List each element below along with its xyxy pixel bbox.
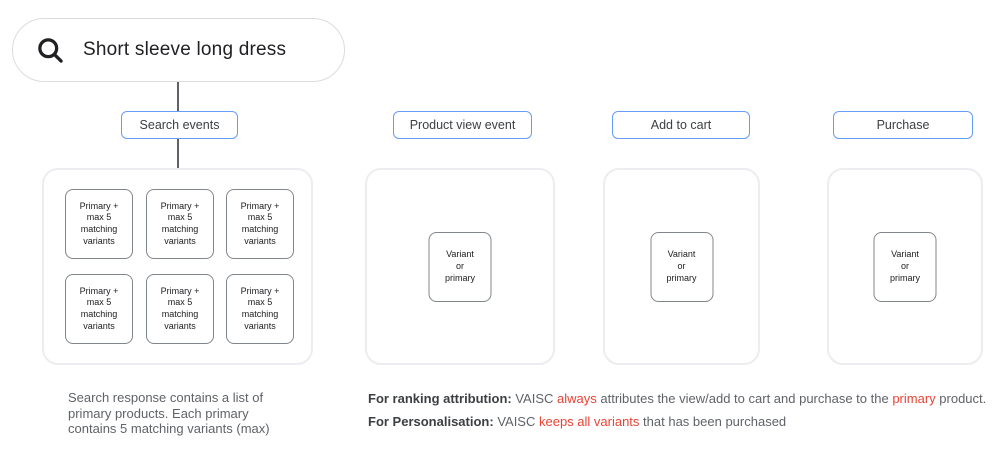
container-purchase: Variant or primary [827,168,983,365]
ranking-note-text: product. [935,391,987,406]
ranking-note-prefix: For ranking attribution: [368,391,512,406]
chip-purchase-label: Purchase [876,118,930,132]
search-query: Short sleeve long dress [83,39,287,60]
container-add-to-cart: Variant or primary [603,168,760,365]
primary-product-box: Primary + max 5 matching variants [226,189,294,259]
primary-product-box: Primary + max 5 matching variants [146,274,214,344]
primary-product-box: Primary + max 5 matching variants [146,189,214,259]
personalisation-note: For Personalisation: VAISC keeps all var… [368,414,786,429]
chip-product-view-event: Product view event [393,111,532,139]
chip-purchase: Purchase [833,111,973,139]
ranking-note-highlight-always: always [557,391,597,406]
primary-product-box: Primary + max 5 matching variants [65,189,133,259]
primary-product-box: Primary + max 5 matching variants [226,274,294,344]
search-bar[interactable]: Short sleeve long dress [12,18,345,82]
ranking-note-text: VAISC [511,391,557,406]
personalisation-note-text: that has been purchased [639,414,787,429]
chip-product-view-event-label: Product view event [409,118,516,132]
chip-add-to-cart: Add to cart [612,111,750,139]
connector-line-search-to-chip [177,82,179,111]
variant-or-primary-box: Variant or primary [428,232,492,302]
personalisation-note-text: VAISC [493,414,539,429]
personalisation-note-highlight-variants: keeps all variants [538,414,640,429]
chip-search-events-label: Search events [139,118,220,132]
personalisation-note-prefix: For Personalisation: [368,414,494,429]
search-icon [38,38,63,63]
ranking-note-text: attributes the view/add to cart and purc… [596,391,893,406]
chip-add-to-cart-label: Add to cart [650,118,712,132]
chip-search-events: Search events [121,111,238,139]
search-response-note: Search response contains a list of prima… [68,390,270,436]
container-product-view-event: Variant or primary [365,168,555,365]
container-search-events: Primary + max 5 matching variants Primar… [42,168,313,365]
ranking-note-highlight-primary: primary [892,391,936,406]
variant-or-primary-box: Variant or primary [650,232,713,302]
variant-or-primary-box: Variant or primary [873,232,937,302]
primary-product-box: Primary + max 5 matching variants [65,274,133,344]
connector-line-chip-to-container [177,139,179,168]
ranking-attribution-note: For ranking attribution: VAISC always at… [368,391,986,406]
